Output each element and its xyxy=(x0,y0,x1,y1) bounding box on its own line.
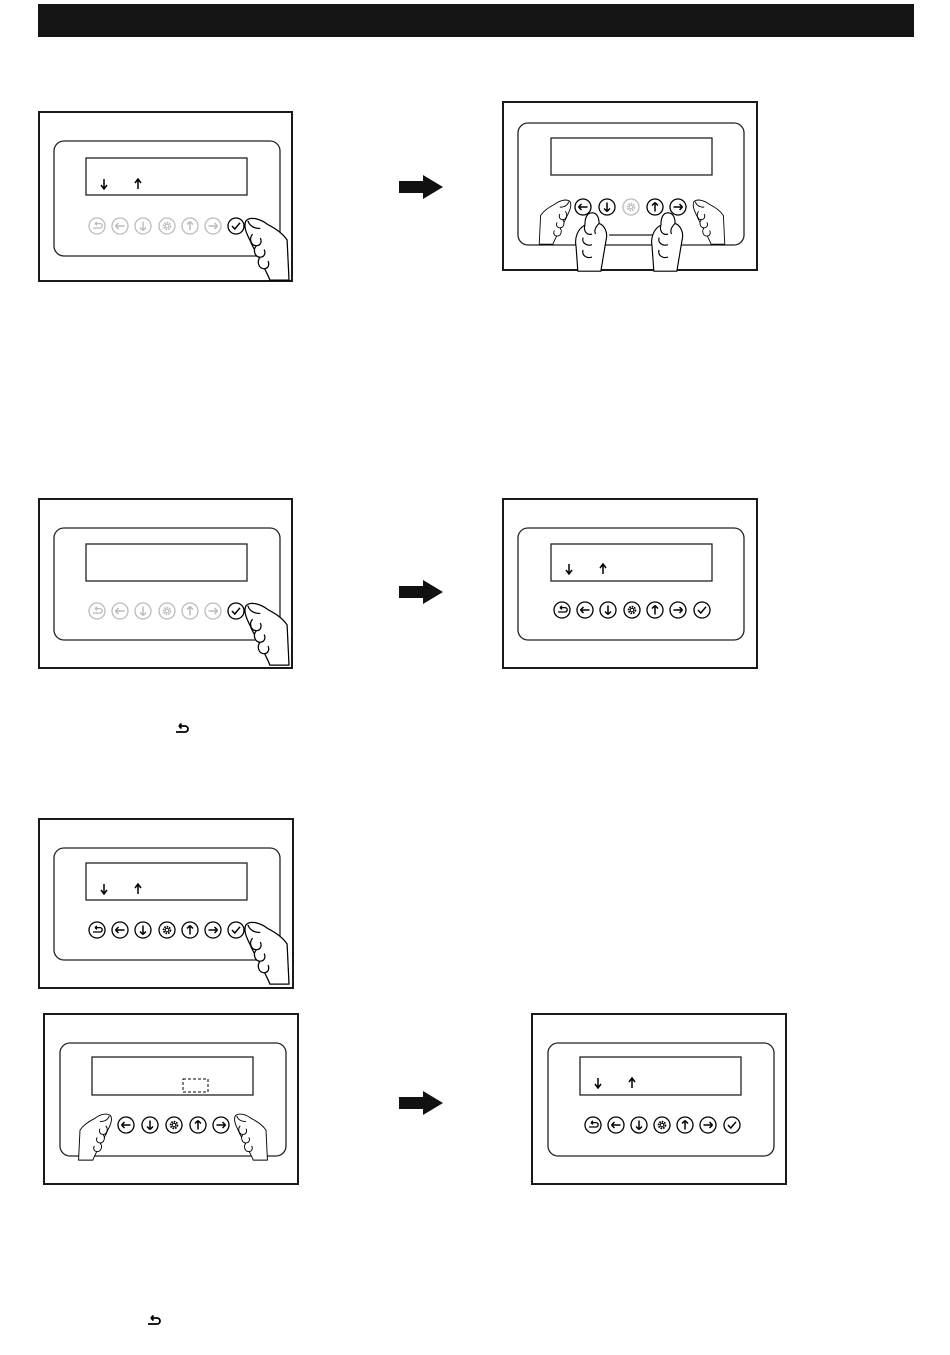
up-arrow-icon[interactable] xyxy=(182,603,198,619)
right-arrow-icon[interactable] xyxy=(670,199,686,215)
up-arrow-icon xyxy=(135,179,141,189)
section-header-bar xyxy=(38,4,914,37)
transition-arrow-icon xyxy=(399,175,443,199)
up-arrow-icon[interactable] xyxy=(182,218,198,234)
down-arrow-icon xyxy=(101,884,107,894)
down-arrow-icon xyxy=(595,1078,601,1088)
panel-figure-7 xyxy=(531,1013,787,1185)
check-icon[interactable] xyxy=(694,602,710,618)
hand-press-icon xyxy=(245,218,289,280)
panel-figure-6 xyxy=(43,1013,299,1185)
right-arrow-icon[interactable] xyxy=(205,603,221,619)
back-icon[interactable] xyxy=(554,602,570,618)
right-arrow-icon[interactable] xyxy=(700,1117,716,1133)
back-icon xyxy=(174,722,190,734)
cursor-box xyxy=(183,1079,208,1092)
right-hand-icon xyxy=(693,200,725,244)
down-arrow-icon[interactable] xyxy=(599,199,615,215)
back-icon[interactable] xyxy=(89,922,105,938)
up-arrow-icon xyxy=(629,1078,635,1088)
up-arrow-icon[interactable] xyxy=(182,922,198,938)
gear-icon[interactable] xyxy=(159,218,175,234)
panel-figure-3 xyxy=(38,498,293,669)
right-arrow-icon[interactable] xyxy=(205,218,221,234)
check-icon[interactable] xyxy=(228,603,244,619)
back-icon xyxy=(146,1314,162,1326)
hand-press-icon xyxy=(245,922,289,984)
left-arrow-icon[interactable] xyxy=(118,1117,134,1133)
gear-icon[interactable] xyxy=(624,602,640,618)
down-arrow-icon[interactable] xyxy=(135,922,151,938)
left-hand-up-icon xyxy=(576,213,607,271)
left-arrow-icon[interactable] xyxy=(577,602,593,618)
down-arrow-icon xyxy=(101,179,107,189)
right-arrow-icon[interactable] xyxy=(205,922,221,938)
check-icon[interactable] xyxy=(724,1117,740,1133)
lcd-display xyxy=(580,1057,741,1095)
panel-figure-5 xyxy=(38,818,294,989)
up-arrow-icon xyxy=(600,564,606,574)
check-icon[interactable] xyxy=(228,218,244,234)
down-arrow-icon[interactable] xyxy=(142,1117,158,1133)
check-icon[interactable] xyxy=(228,922,244,938)
panel-figure-1 xyxy=(38,111,293,282)
left-arrow-icon[interactable] xyxy=(575,199,591,215)
left-arrow-icon[interactable] xyxy=(608,1117,624,1133)
right-hand-icon xyxy=(235,1114,268,1160)
down-arrow-icon[interactable] xyxy=(135,603,151,619)
gear-icon[interactable] xyxy=(159,603,175,619)
lcd-display xyxy=(551,138,712,175)
up-arrow-icon xyxy=(135,884,141,894)
gear-icon[interactable] xyxy=(623,199,639,215)
up-arrow-icon[interactable] xyxy=(647,602,663,618)
lcd-display xyxy=(551,544,712,581)
lcd-display xyxy=(86,158,247,195)
left-arrow-icon[interactable] xyxy=(112,603,128,619)
down-arrow-icon[interactable] xyxy=(600,602,616,618)
transition-arrow-icon xyxy=(399,1091,443,1115)
hand-press-icon xyxy=(245,603,289,665)
left-hand-icon xyxy=(79,1114,112,1160)
left-arrow-icon[interactable] xyxy=(112,218,128,234)
back-icon[interactable] xyxy=(89,603,105,619)
gear-icon[interactable] xyxy=(654,1117,670,1133)
up-arrow-icon[interactable] xyxy=(647,199,663,215)
right-arrow-icon[interactable] xyxy=(213,1117,229,1133)
left-hand-icon xyxy=(539,200,571,244)
lcd-display xyxy=(86,544,247,581)
down-arrow-icon[interactable] xyxy=(135,218,151,234)
left-arrow-icon[interactable] xyxy=(112,922,128,938)
gear-icon[interactable] xyxy=(166,1117,182,1133)
right-arrow-icon[interactable] xyxy=(670,602,686,618)
up-arrow-icon[interactable] xyxy=(677,1117,693,1133)
right-hand-up-icon xyxy=(652,213,683,271)
lcd-display xyxy=(92,1057,253,1095)
up-arrow-icon[interactable] xyxy=(190,1117,206,1133)
panel-figure-4 xyxy=(502,498,758,669)
transition-arrow-icon xyxy=(399,580,443,604)
gear-icon[interactable] xyxy=(159,922,175,938)
lcd-display xyxy=(86,863,247,900)
down-arrow-icon xyxy=(566,564,572,574)
panel-figure-2 xyxy=(502,101,758,271)
back-icon[interactable] xyxy=(89,218,105,234)
down-arrow-icon[interactable] xyxy=(631,1117,647,1133)
back-icon[interactable] xyxy=(585,1117,601,1133)
